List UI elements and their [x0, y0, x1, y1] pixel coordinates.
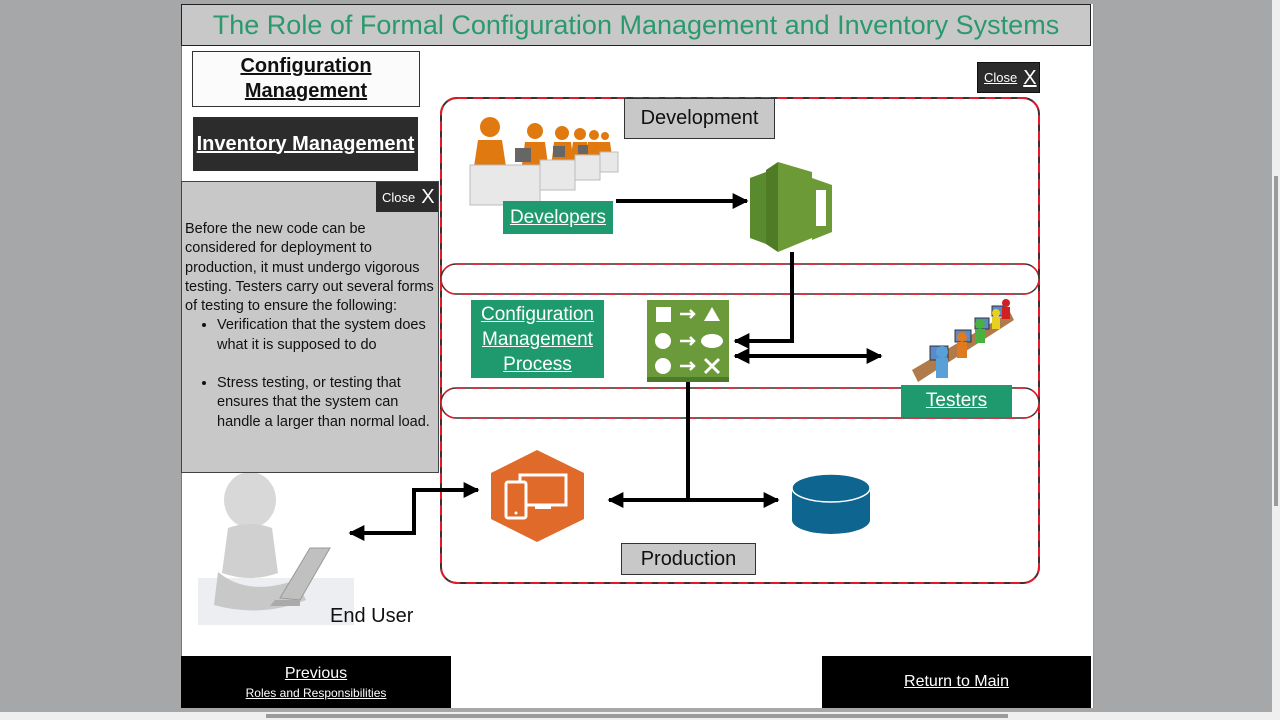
- close-icon: X: [1023, 66, 1037, 89]
- info-bullet: Stress testing, or testing that ensures …: [217, 374, 437, 432]
- diagram-close-button[interactable]: Close X: [977, 62, 1040, 93]
- info-paragraph: Before the new code can be considered fo…: [185, 221, 434, 315]
- horizontal-scrollbar[interactable]: [0, 712, 1280, 720]
- info-bullet: Verification that the system does what i…: [217, 316, 437, 355]
- config-management-button[interactable]: Configuration Management: [192, 51, 420, 107]
- info-text: Before the new code can be considered fo…: [185, 220, 437, 432]
- development-label: Development: [624, 98, 775, 139]
- title-bar: The Role of Formal Configuration Managem…: [181, 4, 1091, 46]
- page-title: The Role of Formal Configuration Managem…: [212, 9, 1060, 40]
- close-icon: X: [421, 186, 435, 208]
- info-panel: Close X Before the new code can be consi…: [181, 181, 439, 473]
- end-user-label: End User: [330, 605, 414, 627]
- testers-button[interactable]: Testers: [901, 385, 1012, 417]
- previous-label: Previous: [284, 664, 348, 682]
- production-label: Production: [621, 543, 756, 575]
- horizontal-scroll-thumb[interactable]: [266, 714, 1008, 718]
- vertical-scrollbar[interactable]: [1272, 0, 1280, 712]
- inventory-management-button[interactable]: Inventory Management: [193, 117, 418, 171]
- previous-button[interactable]: Previous Roles and Responsibilities: [181, 656, 451, 708]
- info-panel-close-button[interactable]: Close X: [376, 182, 438, 212]
- developers-button[interactable]: Developers: [503, 201, 613, 234]
- close-label: Close: [382, 189, 416, 205]
- close-label: Close: [984, 70, 1018, 85]
- info-bullets: Verification that the system does what i…: [185, 316, 437, 431]
- vertical-scroll-thumb[interactable]: [1274, 176, 1278, 506]
- cm-process-button[interactable]: Configuration Management Process: [471, 300, 604, 378]
- previous-sublabel: Roles and Responsibilities: [245, 685, 387, 700]
- return-to-main-button[interactable]: Return to Main: [822, 656, 1091, 708]
- return-label: Return to Main: [904, 673, 1009, 690]
